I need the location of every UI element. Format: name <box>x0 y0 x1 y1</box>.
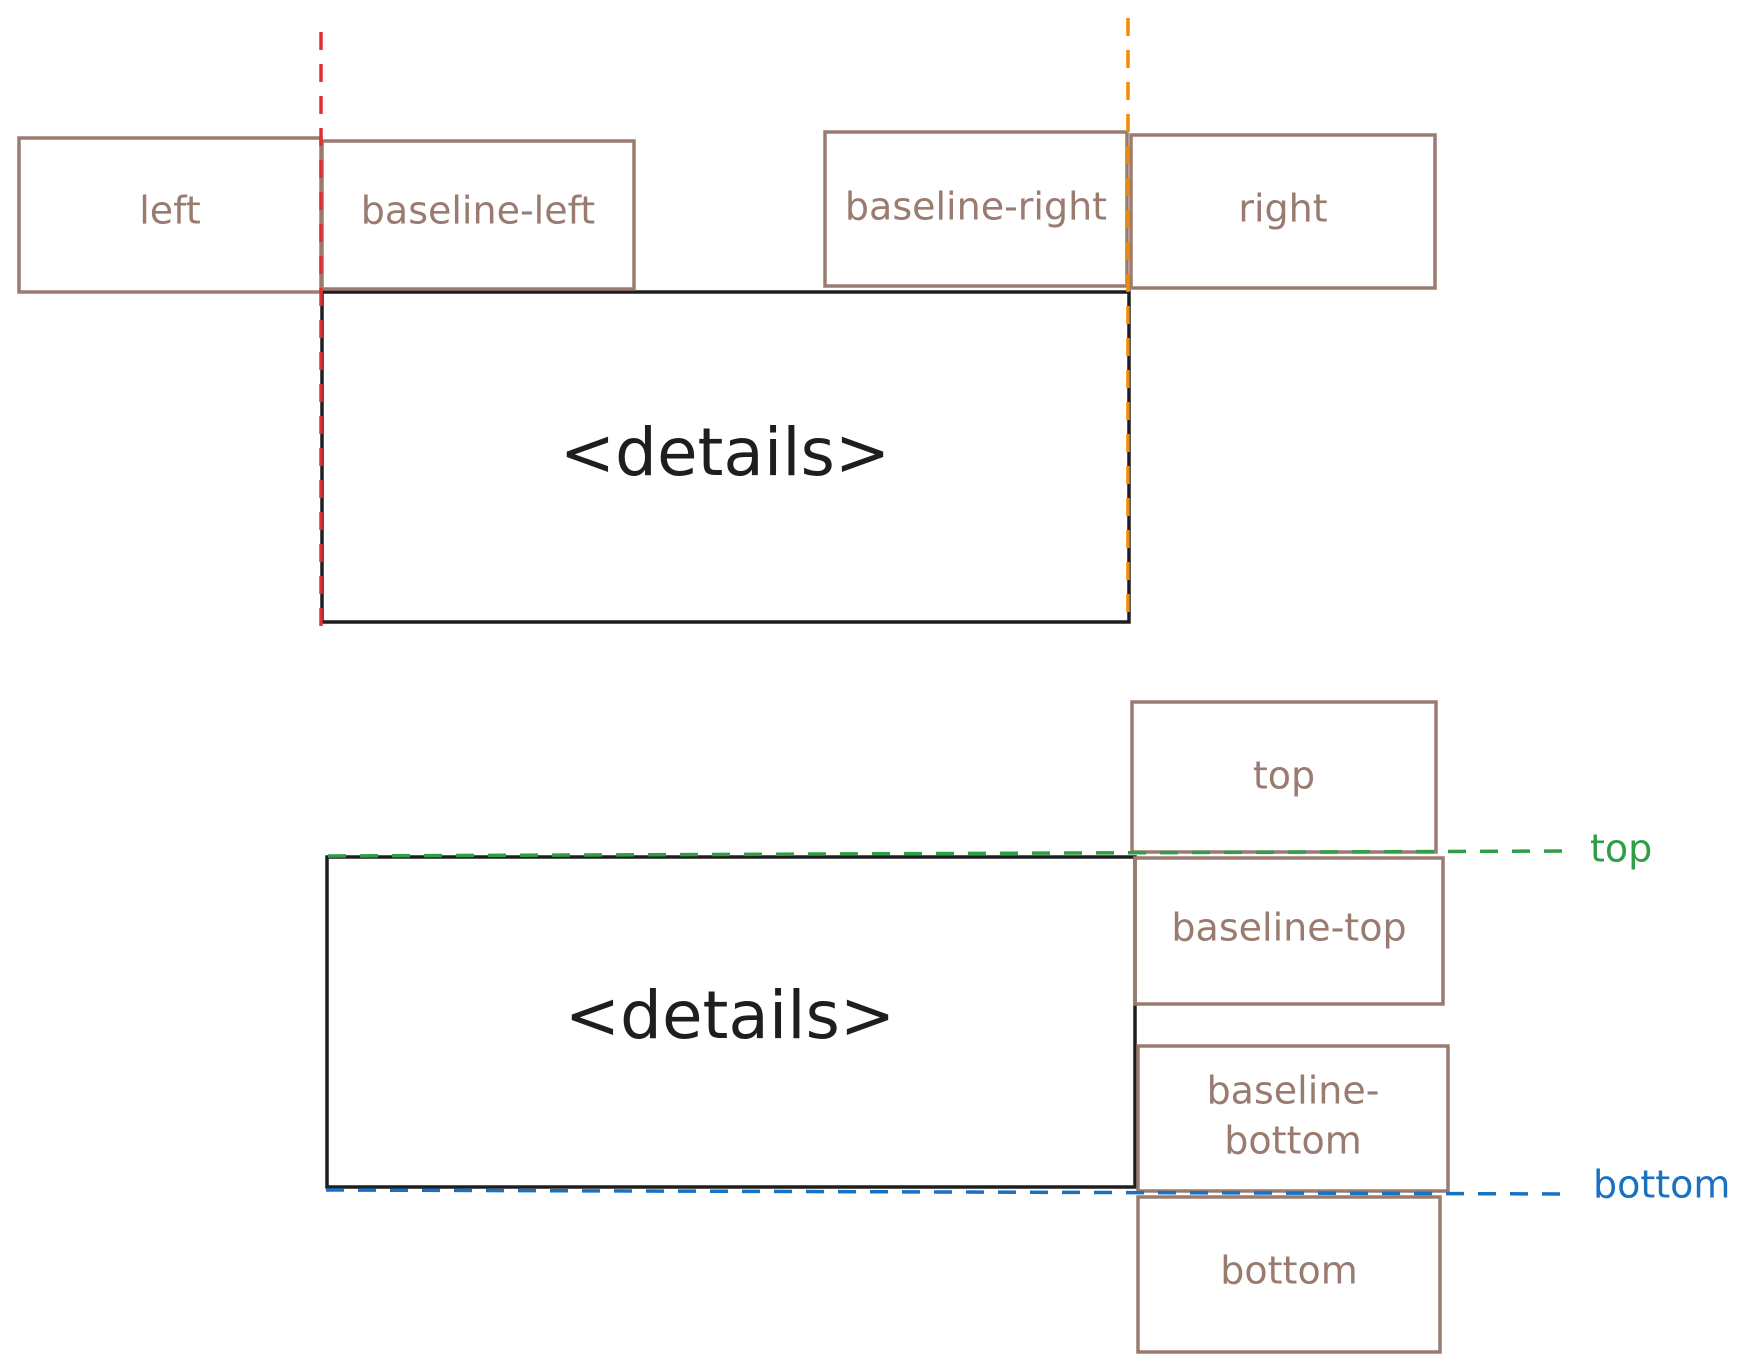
top-guide-label: top <box>1590 827 1652 871</box>
box-baseline-bottom: baseline- bottom <box>1136 1044 1450 1193</box>
box-baseline-left-label: baseline-left <box>361 189 595 233</box>
box-baseline-top: baseline-top <box>1133 856 1445 1006</box>
box-baseline-top-label: baseline-top <box>1171 906 1406 950</box>
bottom-guide-label: bottom <box>1593 1163 1730 1207</box>
box-right-label: right <box>1238 187 1327 231</box>
box-baseline-bottom-label-line1: baseline- <box>1207 1069 1380 1113</box>
details-label-horizontal: <details> <box>560 414 890 491</box>
details-label-vertical: <details> <box>565 977 895 1054</box>
box-top-label: top <box>1253 754 1315 798</box>
box-bottom: bottom <box>1136 1195 1442 1354</box>
box-bottom-label: bottom <box>1220 1249 1357 1293</box>
box-baseline-left: baseline-left <box>320 139 636 291</box>
box-left-label: left <box>139 189 201 233</box>
details-box-horizontal: <details> <box>320 290 1131 624</box>
box-right: right <box>1129 133 1437 290</box>
top-guide-line <box>327 849 1566 858</box>
box-baseline-right: baseline-right <box>823 130 1129 288</box>
bottom-guide-line <box>325 1188 1575 1196</box>
box-baseline-bottom-label-line2: bottom <box>1224 1119 1361 1163</box>
box-top: top <box>1130 700 1438 854</box>
box-left: left <box>17 136 323 294</box>
box-baseline-right-label: baseline-right <box>845 185 1107 229</box>
details-box-vertical: <details> <box>325 855 1137 1189</box>
